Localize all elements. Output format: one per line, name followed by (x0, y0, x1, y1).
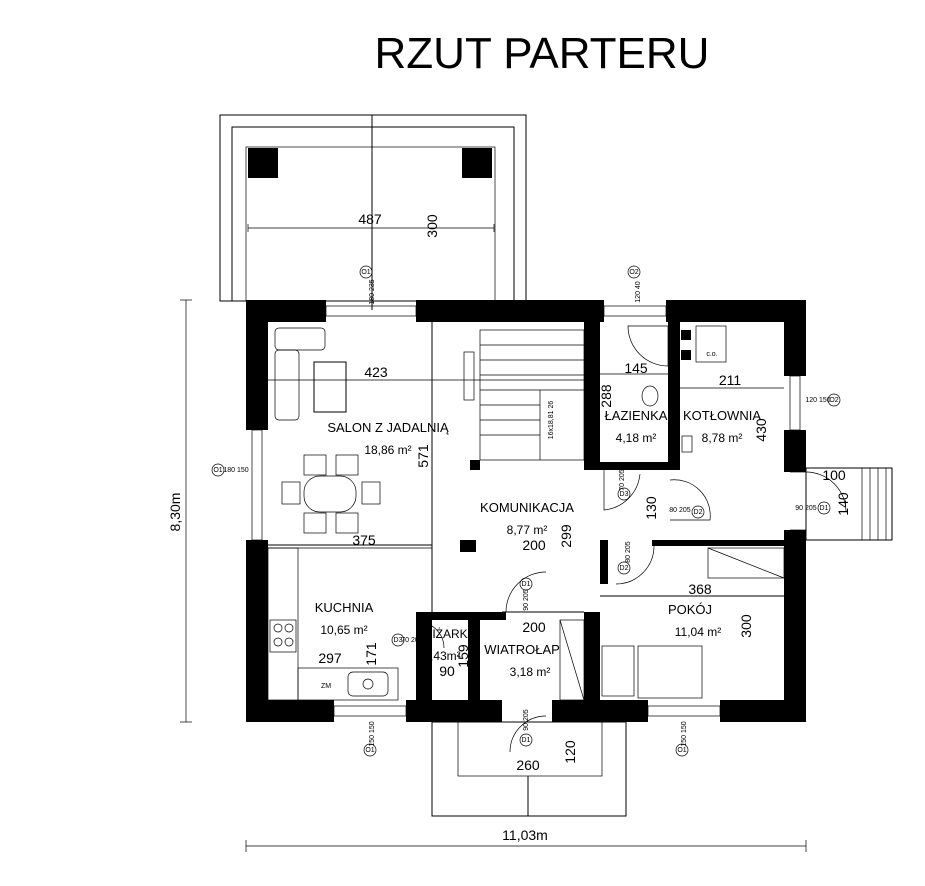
opening-o1-bottom-left: O1 150 150 (363, 721, 377, 757)
hall-gap-dim: 130 (643, 496, 659, 520)
room-area-lazienka: 4,18 m² (616, 431, 657, 445)
kuchnia-width-dim: 375 (352, 532, 376, 548)
room-name-kuchnia: KUCHNIA (315, 600, 374, 615)
entry-depth-dim: 120 (562, 740, 578, 764)
lazienka-width-dim: 145 (624, 360, 648, 376)
door-d3-lazienka: D3 70 205 (617, 469, 631, 501)
windows (251, 305, 806, 717)
door-swings (417, 470, 847, 753)
outer-walls (246, 300, 806, 722)
total-width-dim: 11,03m (502, 827, 548, 843)
opening-tag: O1 (361, 269, 370, 276)
door-d3-spizarka: D3 70 205 (391, 633, 423, 647)
opening-o1-bottom-right: O1 150 150 (675, 721, 689, 757)
room-area-wiatrolap: 3,18 m² (510, 665, 551, 679)
opening-tag: O2 (829, 397, 838, 404)
room-area-pokoj: 11,04 m² (675, 625, 721, 639)
opening-tag: O1 (677, 747, 686, 754)
opening-o2-right: O2 120 150 (805, 393, 841, 407)
kom-height-dim: 299 (558, 524, 574, 548)
opening-o2-top: O2 120 40 (627, 265, 642, 303)
door-size: 90 205 (795, 505, 817, 512)
stairs-label: 16x18,81 26 (548, 401, 555, 440)
interior-dimension-lines (268, 373, 784, 597)
door-tag: D2 (694, 509, 703, 516)
pokoj-height-dim: 300 (738, 614, 754, 638)
room-name-kotlownia: KOTŁOWNIA (683, 408, 761, 423)
door-size: 70 205 (619, 469, 626, 491)
door-d1-side: D1 90 205 (795, 501, 831, 515)
plan-title: RZUT PARTERU (375, 29, 710, 78)
opening-size: 150 150 (681, 721, 688, 746)
door-size: 90 205 (523, 709, 530, 731)
room-area-kuchnia: 10,65 m² (320, 623, 367, 637)
terrace-width-dim: 487 (358, 211, 382, 227)
total-height-dim: 8,30m (167, 493, 183, 532)
pokoj-width-dim: 368 (688, 581, 712, 597)
salon-width-dim: 423 (364, 364, 388, 380)
boiler-label: c.o. (706, 351, 717, 358)
bathroom-fixtures (627, 325, 727, 453)
door-tag: D2 (620, 565, 629, 572)
terrace-depth-dim: 300 (424, 214, 440, 238)
room-name-lazienka: ŁAZIENKA (605, 408, 668, 423)
opening-size: 120 40 (635, 281, 642, 303)
door-d1-entry: D1 90 205 (519, 577, 533, 611)
pokoj-fixtures (559, 547, 785, 701)
opening-size: 180 235 (369, 279, 376, 304)
wiatrolap-width-dim: 200 (522, 619, 546, 635)
door-size: 80 205 (669, 507, 691, 514)
opening-tag: O2 (629, 269, 638, 276)
fridge-label: ZM (321, 683, 331, 690)
door-size: 80 205 (625, 541, 632, 563)
salon-furniture (274, 327, 381, 534)
side-step-width-dim: 100 (822, 467, 846, 483)
salon-height-dim: 571 (415, 444, 431, 468)
door-d1-front: D1 90 205 (519, 709, 533, 747)
terrace (219, 114, 527, 310)
door-tag: D3 (394, 637, 403, 644)
kotlownia-height-dim: 430 (753, 418, 769, 442)
room-area-komunikacja: 8,77 m² (507, 523, 548, 537)
opening-size: 120 150 (805, 397, 830, 404)
spizarka-width-dim: 90 (439, 663, 455, 679)
opening-size: 150 150 (369, 721, 376, 746)
room-area-salon: 18,86 m² (364, 443, 411, 457)
opening-tag: O1 (213, 467, 222, 474)
door-size: 70 205 (401, 637, 423, 644)
room-name-pokoj: POKÓJ (668, 602, 712, 617)
opening-o1-left: O1 180 150 (211, 463, 249, 477)
side-step (805, 467, 893, 541)
kotlownia-width-dim: 211 (719, 372, 742, 388)
door-tag: D1 (522, 737, 531, 744)
opening-size: 180 150 (223, 467, 248, 474)
room-area-kotlownia: 8,78 m² (702, 431, 743, 445)
wiatrolap-height-dim: 159 (455, 644, 471, 668)
opening-tag: O1 (365, 747, 374, 754)
room-name-wiatrolap: WIATROŁAP (484, 642, 560, 657)
room-name-komunikacja: KOMUNIKACJA (480, 500, 574, 515)
kom-width-dim: 200 (522, 537, 546, 553)
kuchnia-width2-dim: 297 (318, 650, 342, 666)
door-tag: D1 (522, 581, 531, 588)
door-d2-pokoj: D2 80 205 (617, 541, 632, 575)
door-tag: D1 (820, 505, 829, 512)
stairs (463, 329, 585, 461)
room-area-spizarka: 1,43m² (423, 649, 460, 663)
overall-dimension-lines (180, 299, 807, 852)
room-name-salon: SALON Z JADALNIĄ (327, 420, 449, 435)
opening-o1-top: O1 180 235 (359, 265, 376, 305)
door-d2-kotlownia: D2 80 205 (669, 505, 705, 519)
kuchnia-height-dim: 171 (363, 642, 379, 666)
side-step-depth-dim: 140 (835, 492, 851, 516)
room-name-spizarka: SPIŻARKA (416, 627, 475, 641)
door-size: 90 205 (523, 589, 530, 611)
lazienka-height-dim: 288 (598, 384, 614, 408)
entry-step (431, 721, 627, 817)
entry-width-dim: 260 (516, 757, 540, 773)
door-tag: D3 (620, 491, 629, 498)
